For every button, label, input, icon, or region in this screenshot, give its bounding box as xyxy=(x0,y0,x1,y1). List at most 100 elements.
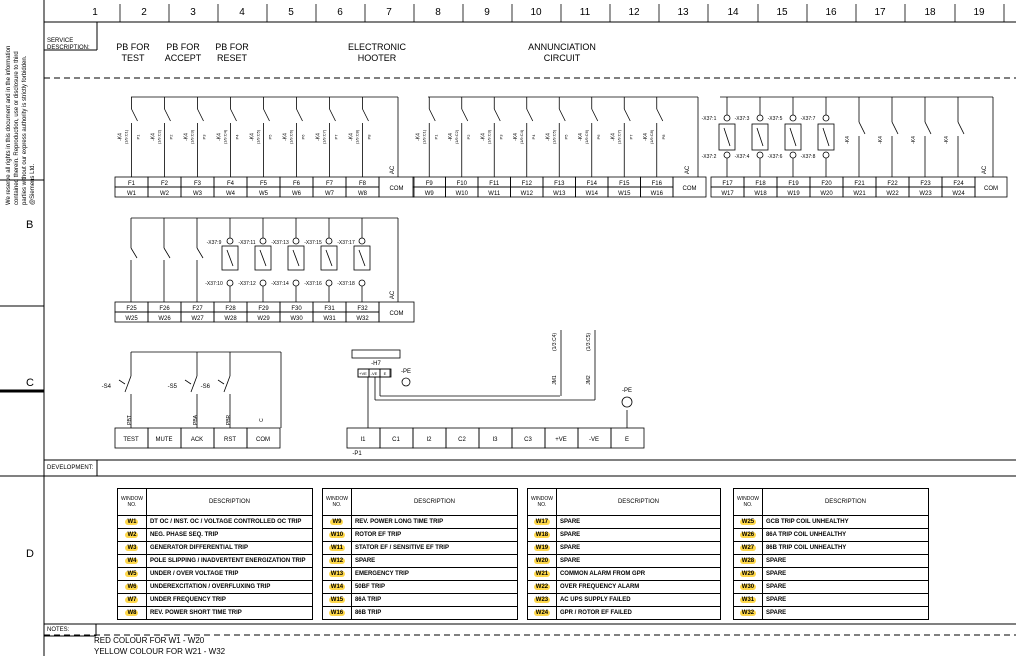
contact xyxy=(756,127,764,147)
relay-contact-box xyxy=(784,123,802,151)
pin-label: P7 xyxy=(334,134,339,140)
relay-ref: (1/9:C5) xyxy=(551,129,556,144)
window-description: 50BF TRIP xyxy=(350,580,519,594)
window-description: SPARE xyxy=(761,567,930,581)
column-number: 2 xyxy=(141,7,147,18)
copyright-line-2: contained therein. Reproduction, use or … xyxy=(14,51,20,205)
relay-ref: (1/9:C2) xyxy=(157,129,162,144)
x37-terminal xyxy=(358,237,366,245)
x37-label: -X37:10 xyxy=(205,281,223,287)
window-label: W7 xyxy=(325,191,335,197)
x37-label: -X37:9 xyxy=(207,240,222,246)
relay-contact-box xyxy=(751,123,769,151)
relay-ref: (1/9:C6) xyxy=(584,129,589,144)
switch-label: -S4 xyxy=(102,384,112,390)
window-description: SPARE xyxy=(761,606,930,620)
column-number: 17 xyxy=(874,7,886,18)
fuse-label: F25 xyxy=(126,306,137,312)
table-row: W16 86B TRIP xyxy=(322,606,519,620)
window-description: 86B TRIP xyxy=(350,606,519,620)
relay-label: -K4 xyxy=(151,133,157,141)
window-number: W14 xyxy=(328,584,346,590)
x37-label: -X37:8 xyxy=(801,154,816,160)
pin-label: P1 xyxy=(433,134,438,140)
contact xyxy=(957,121,965,135)
column-number: 5 xyxy=(288,7,294,18)
contact xyxy=(526,108,534,122)
relay-ref: (1/9:C3) xyxy=(486,129,491,144)
contact xyxy=(493,108,501,122)
column-number: 19 xyxy=(973,7,985,18)
window-number: W15 xyxy=(328,597,346,603)
p1-label: -P1 xyxy=(352,451,362,457)
window-number: W26 xyxy=(739,532,757,538)
contact xyxy=(163,247,171,259)
window-label: W26 xyxy=(158,316,171,322)
hooter-terminal-label: C1 xyxy=(392,437,400,443)
window-number: W9 xyxy=(330,519,344,525)
x37-label: -X37:18 xyxy=(337,281,355,287)
actuator xyxy=(217,379,225,385)
window-description: REV. POWER SHORT TIME TRIP xyxy=(145,606,314,620)
contact xyxy=(723,127,731,147)
relay-label: -K4 xyxy=(250,133,256,141)
window-label: W22 xyxy=(886,191,899,197)
window-number: W20 xyxy=(533,558,551,564)
relay-contact-box xyxy=(221,245,239,271)
x37-label: -X37:6 xyxy=(768,154,783,160)
column-number: 6 xyxy=(337,7,343,18)
x37-label: -X37:11 xyxy=(238,240,255,246)
x37-terminal xyxy=(789,114,797,122)
x37-label: -X37:15 xyxy=(304,240,322,246)
window-label: W19 xyxy=(787,191,800,197)
window-label: W13 xyxy=(553,191,566,197)
pb-terminal-label: ACK xyxy=(191,437,203,443)
x37-terminal xyxy=(822,151,830,159)
window-number: W10 xyxy=(328,532,346,538)
relay-ref: (1/9:C4) xyxy=(519,129,524,144)
x37-label: -X37:7 xyxy=(801,116,816,122)
fuse-label: F16 xyxy=(652,181,663,187)
window-label: W20 xyxy=(820,191,833,197)
fuse-label: F1 xyxy=(128,181,136,187)
push-button xyxy=(124,375,132,393)
window-description: GPR / ROTOR EF FAILED xyxy=(555,606,722,620)
window-label: W16 xyxy=(651,191,664,197)
relay-ref: (1/9:C2) xyxy=(454,129,459,144)
fuse-label: F13 xyxy=(554,181,565,187)
relay-label: -K4 xyxy=(184,133,190,141)
window-description: AC UPS SUPPLY FAILED xyxy=(555,593,722,607)
window-label: W6 xyxy=(292,191,302,197)
fuse-label: F4 xyxy=(227,181,235,187)
contact xyxy=(325,249,333,267)
contact xyxy=(358,249,366,267)
relay-label: -K4 xyxy=(283,133,289,141)
fuse-label: F26 xyxy=(159,306,170,312)
contact xyxy=(591,108,599,122)
contact xyxy=(131,108,138,122)
com-label: COM xyxy=(390,311,404,317)
window-number: W23 xyxy=(533,597,551,603)
contact xyxy=(362,108,369,122)
relay-ref: (1/9:C1) xyxy=(421,129,426,144)
development-label: DEVELOPMENT: xyxy=(47,465,94,471)
x37-terminal xyxy=(226,279,234,287)
window-label: W4 xyxy=(226,191,236,197)
window-description: SPARE xyxy=(555,541,722,555)
contact xyxy=(226,249,234,267)
window-description: POLE SLIPPING / INADVERTENT ENERGIZATION… xyxy=(145,554,314,568)
window-number: W16 xyxy=(328,610,346,616)
column-number: 18 xyxy=(924,7,936,18)
